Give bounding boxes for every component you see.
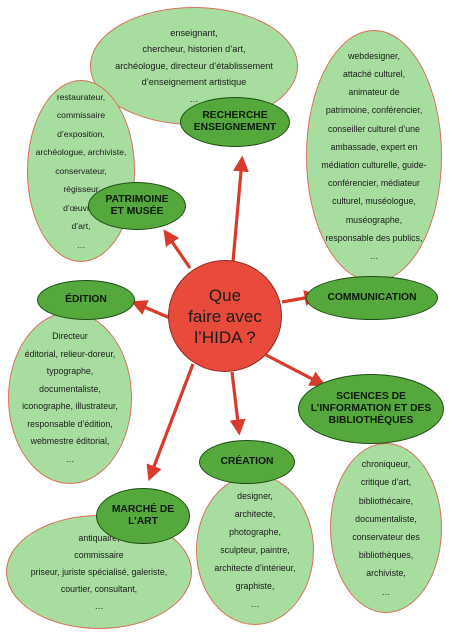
node-line: COMMUNICATION: [327, 292, 417, 303]
blob-line: culturel, muséologue,: [332, 196, 416, 207]
node-communication: COMMUNICATION: [306, 276, 438, 320]
blob-line: architecte,: [234, 509, 276, 519]
blob-sciences-lines: chroniqueur, critique d’art, bibliothéca…: [352, 455, 419, 601]
blob-line: attaché culturel,: [342, 68, 406, 79]
blob-line: archiviste,: [366, 568, 406, 579]
blob-line: d’exposition,: [57, 128, 105, 139]
blob-line: …: [76, 239, 86, 250]
arrow-to-edition: [130, 300, 171, 320]
blob-line: sculpteur, paintre,: [220, 545, 290, 555]
blob-line: bibliothèques,: [358, 550, 414, 561]
blob-edition: Directeur éditorial, relieur-doreur, typ…: [8, 312, 132, 484]
blob-creation: designer, architecte, photographe, sculp…: [196, 475, 314, 625]
blob-line: conservateur des: [352, 532, 420, 542]
blob-line: typographe,: [46, 366, 94, 376]
blob-line: responsable d’édition,: [27, 418, 113, 429]
node-edition: ÉDITION: [37, 280, 135, 320]
node-line: BIBLIOTHÈQUES: [328, 415, 414, 426]
node-recherche: RECHERCHE ENSEIGNEMENT: [180, 97, 290, 147]
node-line: PATRIMOINE: [105, 194, 169, 205]
blob-creation-lines: designer, architecte, photographe, sculp…: [214, 487, 295, 613]
blob-line: patrimoine, conférencier,: [325, 105, 423, 116]
blob-line: muséographe,: [345, 214, 403, 225]
node-line: L’ART: [128, 516, 158, 527]
blob-recherche-lines: enseignant, chercheur, historien d’art, …: [115, 25, 273, 108]
blob-line: conseiller culturel d’une: [328, 123, 420, 134]
blob-edition-lines: Directeur éditorial, relieur-doreur, typ…: [22, 328, 118, 468]
blob-sciences: chroniqueur, critique d’art, bibliothéca…: [330, 443, 442, 613]
blob-patrimoine: restaurateur, commissaire d’exposition, …: [27, 80, 135, 262]
blob-line: photographe,: [229, 527, 281, 537]
blob-line: graphiste,: [235, 581, 275, 591]
node-line: ENSEIGNEMENT: [193, 122, 277, 133]
blob-line: …: [369, 251, 379, 262]
node-line: SCIENCES DE: [336, 391, 406, 402]
center-line: Que: [208, 285, 242, 305]
blob-patrimoine-lines: restaurateur, commissaire d’exposition, …: [36, 88, 127, 255]
blob-line: d’art,: [71, 221, 91, 232]
blob-line: documentaliste,: [39, 383, 101, 394]
blob-line: documentaliste,: [355, 513, 417, 524]
arrow-to-recherche: [231, 155, 249, 263]
arrow-to-patrimoine: [163, 229, 192, 269]
node-creation: CRÉATION: [199, 440, 295, 484]
blob-line: d’enseignement artistique: [141, 77, 247, 88]
node-line: ET MUSÉE: [110, 206, 164, 217]
center-line: l’HIDA ?: [194, 327, 256, 347]
blob-line: architecte d’intérieur,: [214, 563, 296, 573]
blob-line: d’œuvres: [63, 202, 99, 213]
blob-communication-lines: webdesigner, attaché culturel, animateur…: [321, 47, 426, 265]
node-line: CRÉATION: [220, 456, 274, 467]
blob-line: …: [381, 586, 391, 597]
blob-line: responsable des publics,: [325, 232, 423, 243]
node-line: ÉDITION: [65, 294, 107, 305]
arrow-to-creation: [229, 371, 246, 436]
blob-line: animateur de: [348, 87, 400, 98]
blob-line: ambassade, expert en: [330, 141, 418, 152]
blob-line: …: [250, 599, 260, 609]
blob-line: archéologue, archiviste,: [35, 147, 127, 158]
blob-line: webdesigner,: [348, 50, 400, 61]
blob-line: commissaire: [74, 549, 124, 560]
blob-line: conservateur,: [55, 165, 107, 176]
blob-line: designer,: [237, 491, 273, 501]
blob-marche-lines: antiquaire, commissaire priseur, juriste…: [31, 530, 167, 615]
node-sciences: SCIENCES DE L’INFORMATION ET DES BIBLIOT…: [298, 374, 444, 444]
arrow-to-marche: [146, 363, 195, 482]
blob-line: …: [65, 453, 75, 464]
node-marche: MARCHÉ DE L’ART: [96, 488, 190, 544]
blob-line: restaurateur,: [56, 91, 106, 102]
center-line: faire avec: [188, 306, 262, 326]
blob-line: iconographe, illustrateur,: [22, 401, 118, 411]
blob-line: courtier, consultant,: [60, 583, 138, 594]
node-line: L’INFORMATION ET DES: [310, 403, 432, 414]
arrow-to-sciences: [265, 353, 326, 387]
blob-line: enseignant,: [170, 27, 218, 38]
blob-line: webmestre éditorial,: [30, 436, 110, 446]
blob-line: …: [94, 600, 104, 611]
blob-line: antiquaire,: [78, 532, 120, 543]
node-patrimoine: PATRIMOINE ET MUSÉE: [88, 182, 186, 230]
blob-line: chercheur, historien d’art,: [142, 44, 246, 55]
center-node: Que faire avec l’HIDA ?: [168, 260, 282, 372]
blob-line: critique d’art,: [360, 477, 412, 488]
blob-line: bibliothécaire,: [358, 495, 414, 506]
node-line: RECHERCHE: [202, 110, 268, 121]
node-line: MARCHÉ DE: [111, 504, 175, 515]
blob-line: Directeur: [52, 331, 88, 341]
blob-line: commissaire: [56, 110, 106, 121]
blob-communication: webdesigner, attaché culturel, animateur…: [306, 30, 442, 282]
blob-line: conférencier, médiateur: [328, 178, 420, 189]
blob-line: …: [189, 93, 199, 104]
blob-line: régisseur: [63, 184, 99, 195]
blob-line: médiation culturelle, guide-: [321, 160, 427, 170]
blob-line: éditorial, relieur-doreur,: [24, 348, 116, 359]
blob-line: archéologue, directeur d’établissement: [115, 60, 273, 71]
blob-line: priseur, juriste spécialisé, galeriste,: [30, 566, 168, 577]
blob-line: chroniqueur,: [361, 459, 411, 470]
